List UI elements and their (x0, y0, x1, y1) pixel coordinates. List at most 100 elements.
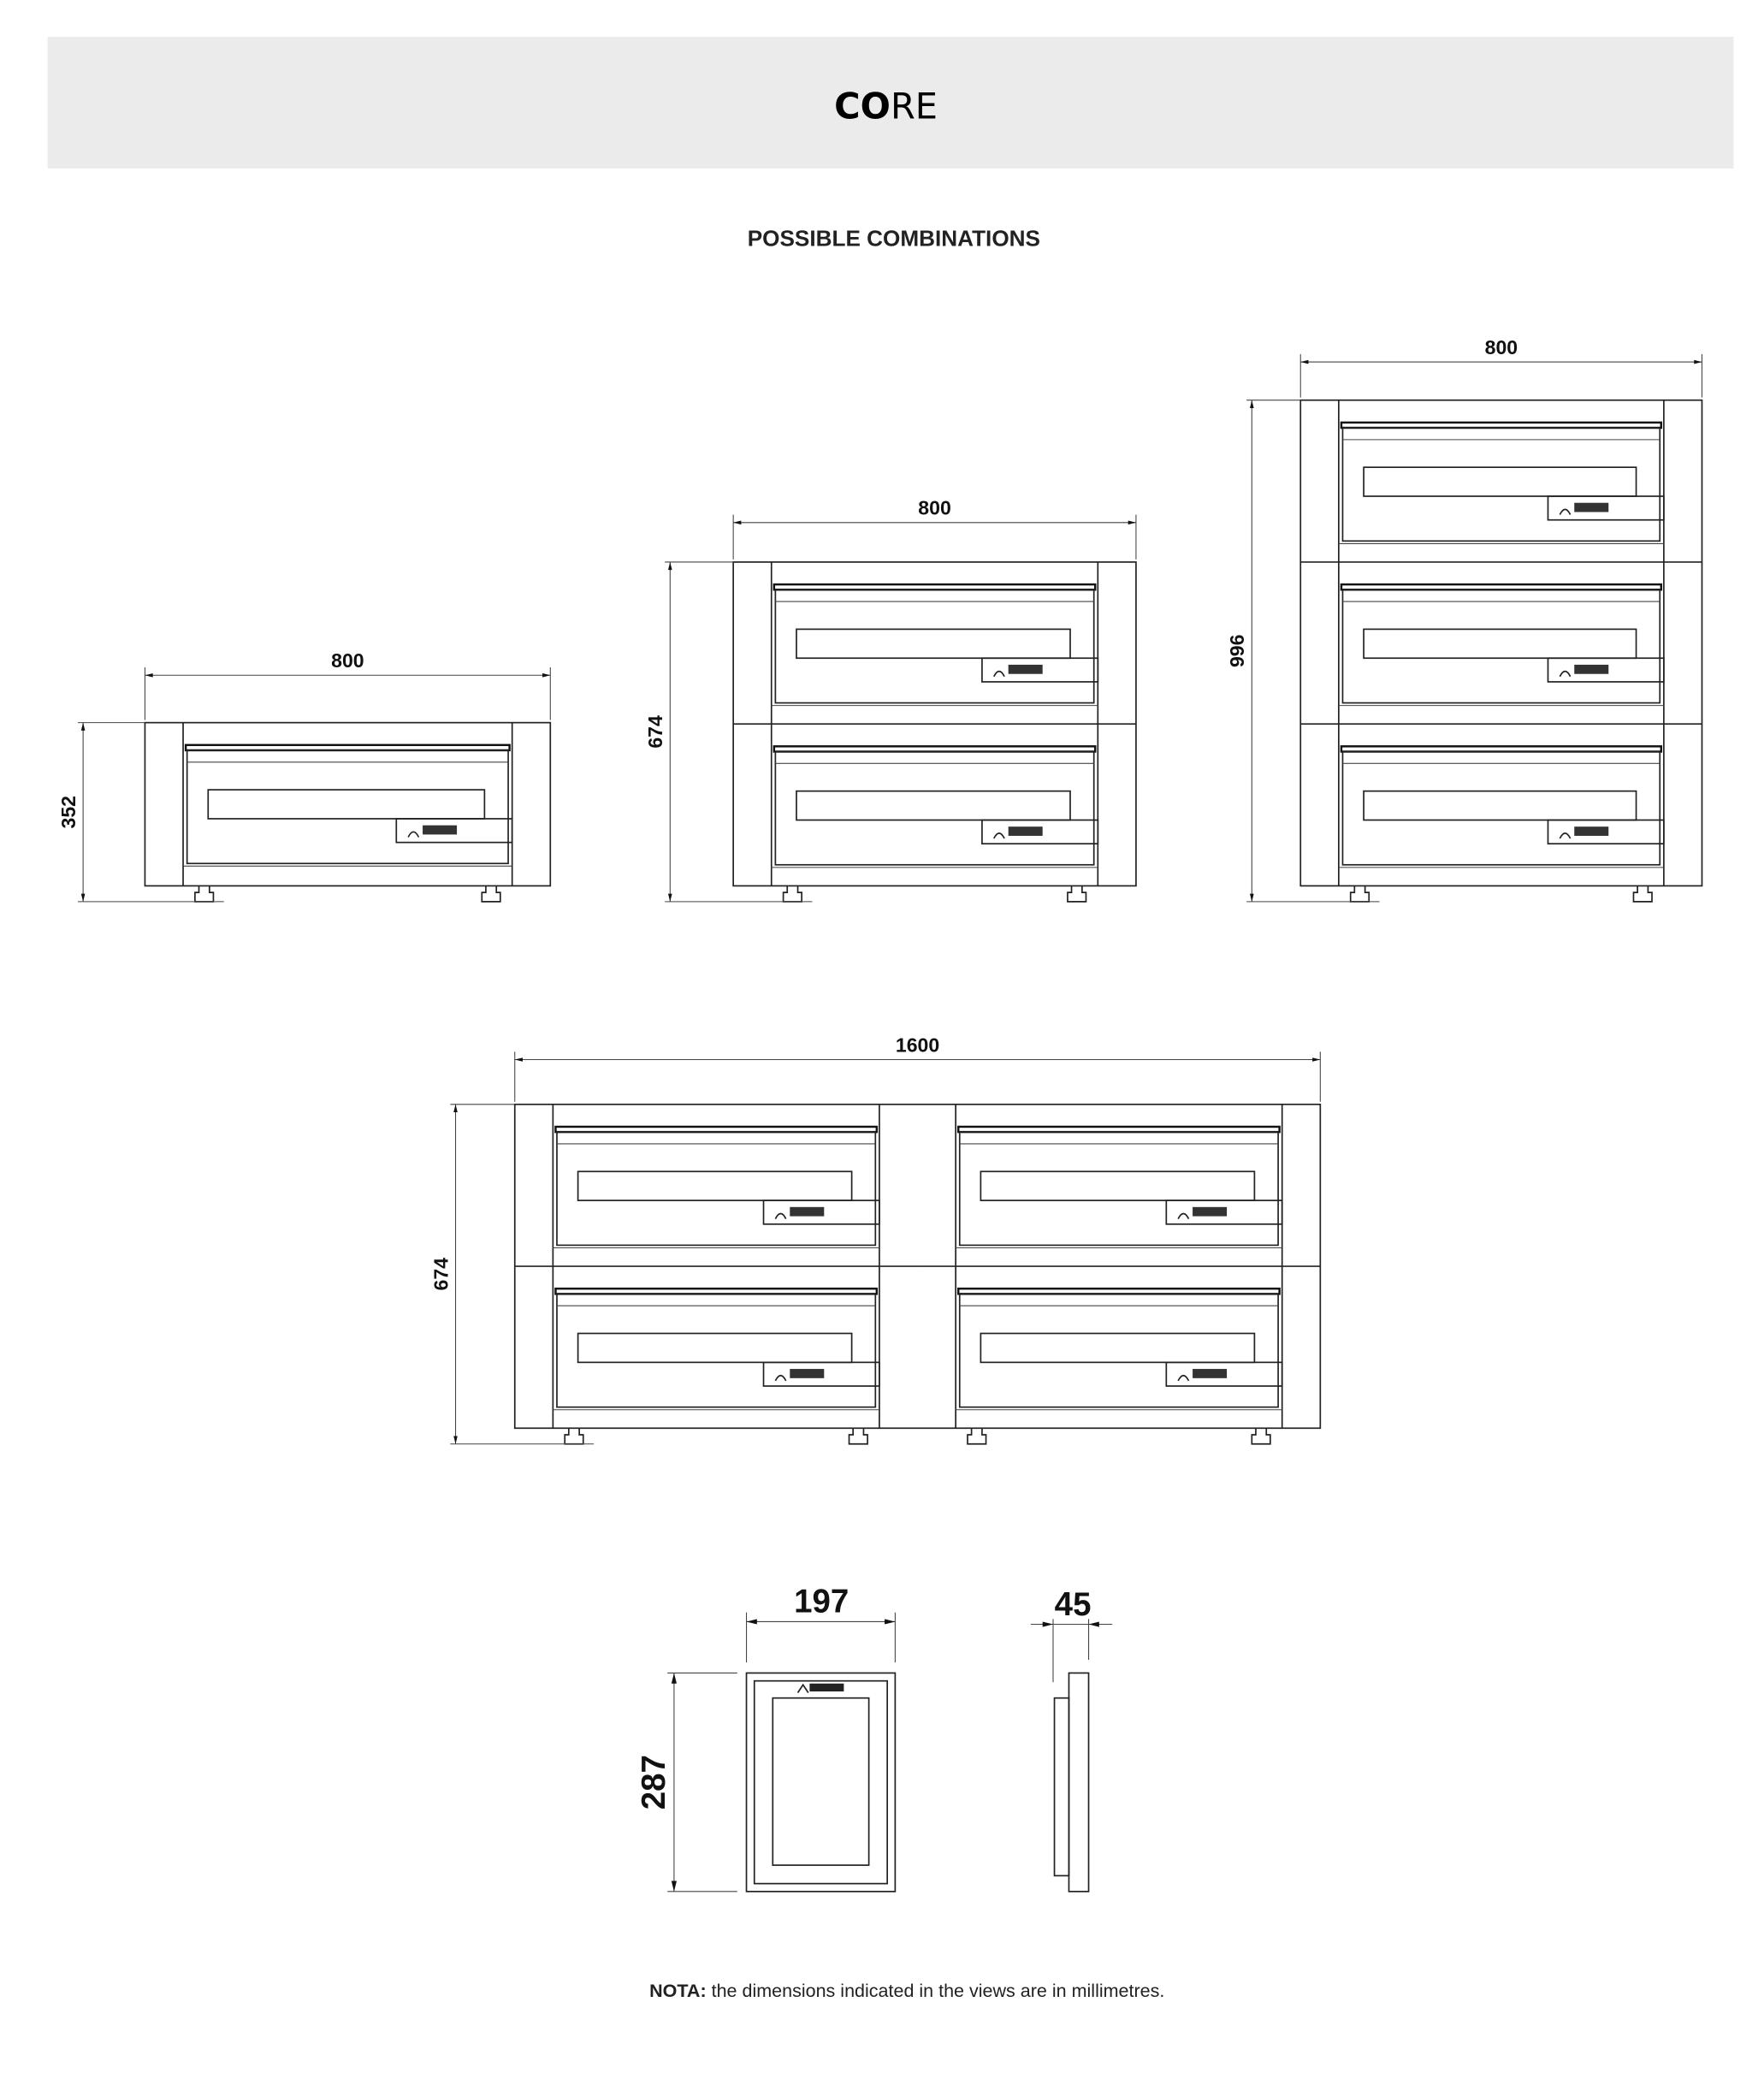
logo-plate (1165, 1199, 1283, 1225)
door-window (577, 1170, 853, 1201)
logo-icon (1177, 1206, 1228, 1220)
door-window (796, 628, 1071, 660)
width-dimension: 800 (732, 497, 1137, 560)
logo-icon (407, 825, 458, 838)
header-bar (47, 37, 1734, 169)
door-handle-bar (957, 1125, 1281, 1134)
logo-plate (1547, 657, 1665, 683)
door-handle-bar (554, 1125, 879, 1134)
oven-frame (1299, 399, 1703, 887)
controller-front-view: 197 287 (636, 1584, 897, 1892)
logo-plate (395, 818, 513, 844)
controller-side-view: 45 (1030, 1586, 1113, 1892)
oven-deck (553, 1125, 880, 1249)
width-label: 800 (331, 649, 364, 672)
height-dimension: 674 (429, 1104, 595, 1445)
leveling-foot-icon (782, 886, 802, 903)
logo-icon (796, 1683, 844, 1693)
width-label: 800 (918, 497, 950, 519)
oven-deck (917, 1265, 1321, 1411)
logo-plate (762, 1361, 880, 1387)
height-label: 674 (429, 1258, 452, 1291)
logo-icon (774, 1369, 825, 1382)
leveling-foot-icon (1632, 886, 1653, 903)
door-handle-bar (1340, 745, 1663, 753)
controller-depth-label: 45 (1055, 1586, 1092, 1623)
width-dimension: 1600 (514, 1034, 1321, 1102)
logo-icon (993, 826, 1043, 839)
door-handle-bar (1340, 583, 1663, 591)
oven-deck (183, 743, 513, 867)
oven-deck (956, 1125, 1283, 1249)
logo-plate (762, 1199, 880, 1225)
door-window (980, 1332, 1256, 1364)
oven-deck (771, 583, 1099, 707)
combination-double-width-double-deck: 1600 674 (429, 1034, 1322, 1445)
oven-door (556, 1293, 877, 1408)
controller-depth-dimension: 45 (1030, 1586, 1113, 1683)
combinations-drawings: 800 352 800 674 800 996 1600 674 (57, 336, 1703, 1445)
footnote: NOTA: the dimensions indicated in the vi… (649, 1981, 1164, 2001)
oven-door (774, 750, 1095, 866)
logo-icon (993, 664, 1043, 678)
oven-door (1341, 750, 1661, 866)
height-dimension: 352 (57, 722, 224, 903)
logo-icon (1559, 664, 1609, 678)
height-dimension: 674 (644, 561, 813, 903)
width-label: 1600 (896, 1034, 939, 1056)
oven-door (774, 589, 1095, 704)
logo-plate (981, 657, 1099, 683)
oven-door (186, 749, 509, 865)
leveling-foot-icon (848, 1428, 868, 1445)
leveling-foot-icon (1251, 1428, 1271, 1445)
door-window (1363, 466, 1637, 497)
oven-deck (514, 1265, 918, 1411)
oven-deck (1300, 561, 1702, 707)
leveling-foot-icon (1067, 886, 1087, 903)
oven-frame (144, 721, 552, 887)
logo-plate (1547, 495, 1665, 521)
oven-deck (733, 723, 1136, 868)
door-window (980, 1170, 1256, 1201)
door-window (796, 790, 1071, 821)
oven-deck (1338, 421, 1665, 544)
width-label: 800 (1485, 336, 1518, 358)
height-label: 674 (644, 715, 666, 749)
combination-triple-deck: 800 996 (1226, 336, 1703, 903)
combination-double-deck: 800 674 (644, 497, 1137, 903)
logo-icon (1559, 826, 1609, 839)
height-label: 352 (57, 796, 80, 828)
door-window (207, 789, 486, 820)
leveling-foot-icon (967, 1428, 987, 1445)
controller-width-dimension: 197 (745, 1584, 896, 1663)
combination-single-deck: 800 352 (57, 649, 552, 903)
logo-plate (981, 819, 1099, 845)
door-window (1363, 790, 1637, 821)
door-window (577, 1332, 853, 1364)
logo-icon (774, 1206, 825, 1220)
logo-plate (1547, 819, 1665, 845)
oven-door (1341, 589, 1661, 704)
oven-door (958, 1293, 1279, 1408)
oven-door (958, 1131, 1279, 1247)
page-title: CORE (834, 85, 938, 127)
logo-icon (1559, 502, 1609, 515)
height-label: 996 (1226, 635, 1248, 667)
leveling-foot-icon (564, 1428, 584, 1445)
leveling-foot-icon (194, 886, 215, 903)
oven-door (556, 1131, 877, 1247)
door-handle-bar (772, 583, 1097, 591)
door-handle-bar (772, 745, 1097, 753)
door-handle-bar (957, 1287, 1281, 1295)
width-dimension: 800 (144, 649, 551, 720)
door-handle-bar (1340, 421, 1663, 429)
controller-width-label: 197 (794, 1584, 849, 1620)
oven-deck (1300, 723, 1702, 868)
logo-icon (1177, 1369, 1228, 1382)
width-dimension: 800 (1299, 336, 1703, 398)
door-handle-bar (184, 743, 511, 752)
oven-door (1341, 427, 1661, 542)
door-window (1363, 628, 1637, 660)
leveling-foot-icon (481, 886, 501, 903)
